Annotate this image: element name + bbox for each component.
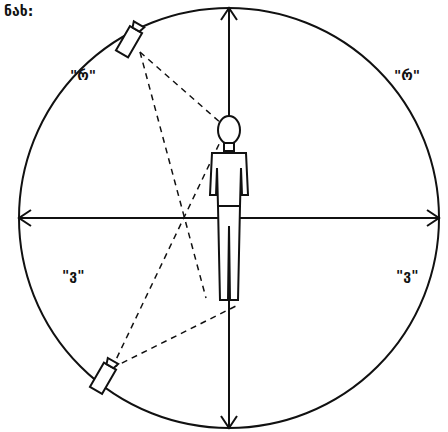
figure-label: ნახ: <box>4 4 33 18</box>
quadrant-label: "ვ" <box>396 268 418 282</box>
person-figure <box>210 116 248 300</box>
quadrant-label: "ვ" <box>62 268 84 282</box>
outer-circle <box>19 8 439 428</box>
quadrant-label: "რ" <box>394 68 420 82</box>
camera <box>90 21 145 394</box>
axis-arrowheads <box>19 8 439 428</box>
quadrant-label: "რ" <box>70 68 96 82</box>
